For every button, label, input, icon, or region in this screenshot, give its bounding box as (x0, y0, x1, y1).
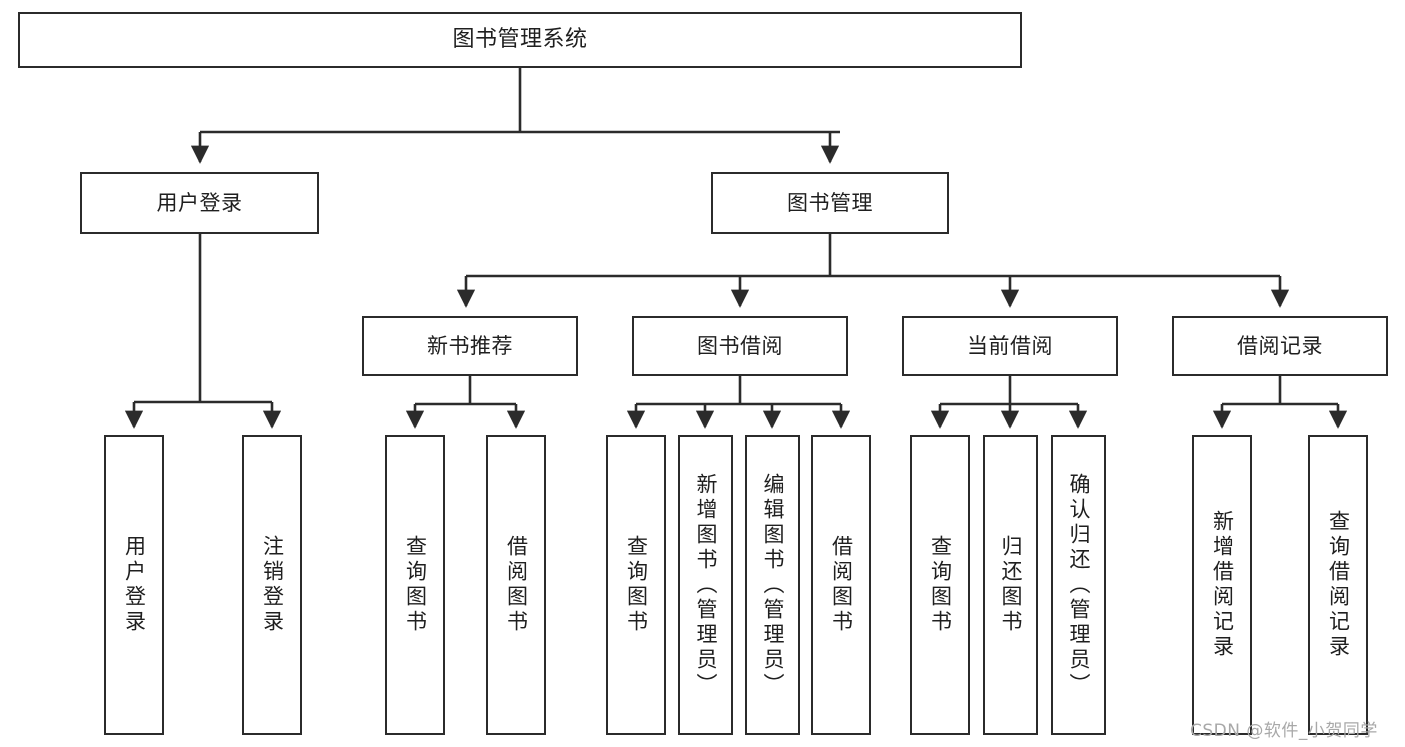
node-label: 编辑图书（管理员） (761, 472, 786, 698)
node-leaf-edit-book-admin[interactable]: 编辑图书（管理员） (745, 435, 800, 735)
node-label: 当前借阅 (967, 333, 1053, 358)
node-leaf-add-book-admin[interactable]: 新增图书（管理员） (678, 435, 733, 735)
node-leaf-user-login[interactable]: 用户登录 (104, 435, 164, 735)
node-leaf-query-book-current[interactable]: 查询图书 (910, 435, 970, 735)
node-leaf-confirm-return-admin[interactable]: 确认归还（管理员） (1051, 435, 1106, 735)
node-leaf-query-borrow-record[interactable]: 查询借阅记录 (1308, 435, 1368, 735)
node-label: 查询图书 (403, 535, 428, 635)
node-label: 查询图书 (928, 535, 953, 635)
node-book-borrow[interactable]: 图书借阅 (632, 316, 848, 376)
node-label: 注销登录 (260, 535, 285, 635)
node-leaf-borrow-book-recommend[interactable]: 借阅图书 (486, 435, 546, 735)
node-label: 新增借阅记录 (1210, 510, 1235, 660)
watermark-text: CSDN @软件_小贺同学 (1190, 721, 1378, 741)
node-label: 图书借阅 (697, 333, 783, 358)
node-leaf-borrow-book[interactable]: 借阅图书 (811, 435, 871, 735)
node-root-book-management-system[interactable]: 图书管理系统 (18, 12, 1022, 68)
node-new-book-recommend[interactable]: 新书推荐 (362, 316, 578, 376)
node-current-borrow[interactable]: 当前借阅 (902, 316, 1118, 376)
node-label: 用户登录 (122, 535, 147, 635)
node-label: 查询借阅记录 (1326, 510, 1351, 660)
node-book-management[interactable]: 图书管理 (711, 172, 949, 234)
node-leaf-query-book-borrow[interactable]: 查询图书 (606, 435, 666, 735)
node-label: 新书推荐 (427, 333, 513, 358)
node-label: 借阅记录 (1237, 333, 1323, 358)
node-label: 图书管理系统 (452, 27, 588, 53)
node-label: 归还图书 (999, 535, 1024, 635)
node-leaf-return-book[interactable]: 归还图书 (983, 435, 1038, 735)
node-label: 新增图书（管理员） (694, 472, 719, 698)
node-label: 图书管理 (787, 190, 873, 215)
node-label: 查询图书 (624, 535, 649, 635)
node-label: 借阅图书 (504, 535, 529, 635)
node-leaf-query-book-recommend[interactable]: 查询图书 (385, 435, 445, 735)
node-label: 确认归还（管理员） (1067, 472, 1092, 698)
node-user-login[interactable]: 用户登录 (80, 172, 319, 234)
node-borrow-record[interactable]: 借阅记录 (1172, 316, 1388, 376)
node-label: 借阅图书 (829, 535, 854, 635)
node-leaf-logout[interactable]: 注销登录 (242, 435, 302, 735)
node-label: 用户登录 (156, 190, 243, 215)
node-leaf-add-borrow-record[interactable]: 新增借阅记录 (1192, 435, 1252, 735)
